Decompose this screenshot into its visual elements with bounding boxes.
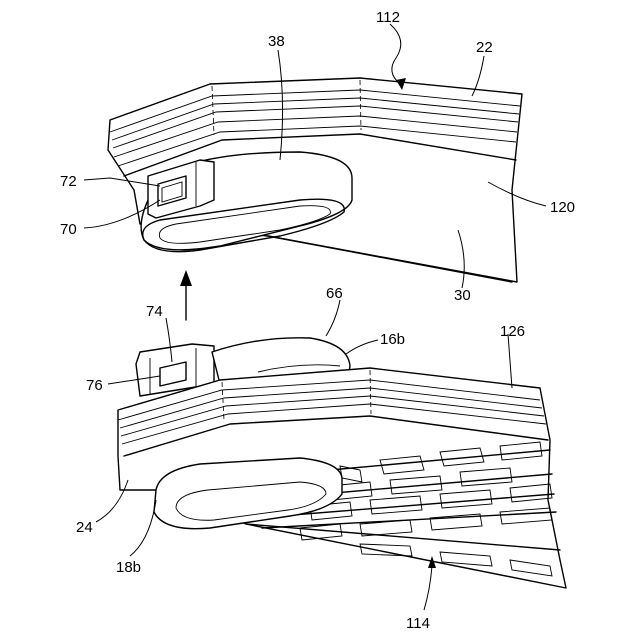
label-16b: 16b [380,331,405,348]
label-74: 74 [146,303,163,320]
label-126: 126 [500,323,525,340]
label-70: 70 [60,221,77,238]
label-66: 66 [326,285,343,302]
label-18b: 18b [116,559,141,576]
label-30: 30 [454,287,471,304]
lower-part-114 [118,338,566,588]
label-38: 38 [268,33,285,50]
label-24: 24 [76,519,93,536]
upper-part-112 [108,78,522,282]
label-76: 76 [86,377,103,394]
label-120: 120 [550,199,575,216]
assembly-arrow [180,270,192,320]
label-72: 72 [60,173,77,190]
label-114: 114 [406,615,430,632]
label-22: 22 [476,39,493,56]
label-112: 112 [376,9,400,26]
